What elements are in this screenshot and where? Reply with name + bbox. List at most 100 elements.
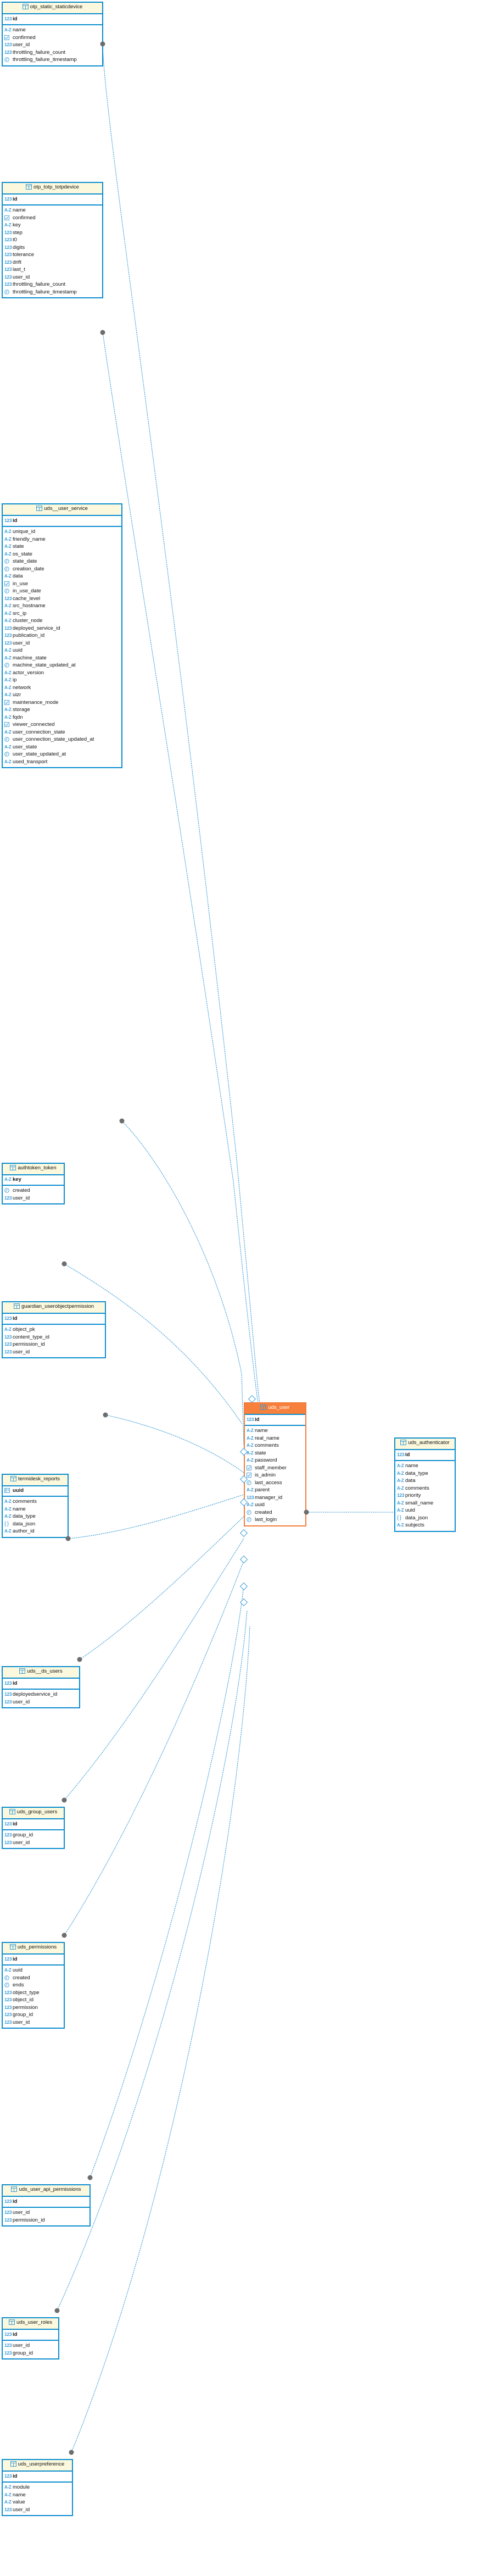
relation-endpoint-dot[interactable] [61,1933,67,1938]
column-row[interactable]: last_login [247,1516,305,1524]
table-header-uds_user[interactable]: uds_user [245,1403,305,1415]
relation-endpoint-dot[interactable] [77,1657,82,1662]
column-row[interactable]: created [4,1974,64,1982]
column-row[interactable]: { }data_json [4,1520,68,1528]
column-row[interactable]: confirmed [4,34,102,42]
column-row[interactable]: staff_member [247,1464,305,1472]
column-row[interactable]: created [4,1187,64,1195]
table-header-uds_user_api_permissions[interactable]: uds_user_api_permissions [3,2185,89,2197]
relation-endpoint-dot[interactable] [69,2450,74,2455]
table-header-uds_authenticator[interactable]: uds_authenticator [395,1439,455,1450]
table-header-uds_permissions[interactable]: uds_permissions [3,1943,64,1955]
relation-endpoint-dot[interactable] [87,2175,93,2180]
table-header-uds__ds_users[interactable]: uds__ds_users [3,1667,79,1679]
column-row[interactable]: confirmed [4,214,102,222]
relation-endpoint-dot[interactable] [100,41,105,47]
relation-endpoint-dot[interactable] [304,1509,309,1515]
column-row[interactable]: { }data_json [397,1514,455,1522]
table-header-authtoken_token[interactable]: authtoken_token [3,1164,64,1175]
table-header-uds_userpreference[interactable]: uds_userpreference [3,2460,72,2472]
column-row[interactable]: machine_state_updated_at [4,662,121,669]
table-header-otp_static_staticdevice[interactable]: otp_static_staticdevice [3,3,102,14]
column-row[interactable]: throttling_failure_timestamp [4,56,102,64]
relation-endpoint-dot[interactable] [54,2308,60,2313]
relation-endpoint-dot[interactable] [65,1536,71,1541]
relation-endpoint-dot[interactable] [61,1797,67,1803]
column-row[interactable]: user_state_updated_at [4,751,121,758]
relation-endpoint-dot[interactable] [61,1261,67,1267]
column-row[interactable]: in_use [4,580,121,588]
column-row[interactable]: is_admin [247,1472,305,1479]
column-row[interactable]: user_connection_state_updated_at [4,736,121,743]
column-row[interactable]: viewer_connected [4,721,121,729]
column-row[interactable]: maintenance_mode [4,699,121,707]
table-header-otp_totp_totpdevice[interactable]: otp_totp_totpdevice [3,183,102,195]
column-row[interactable]: in_use_date [4,587,121,595]
